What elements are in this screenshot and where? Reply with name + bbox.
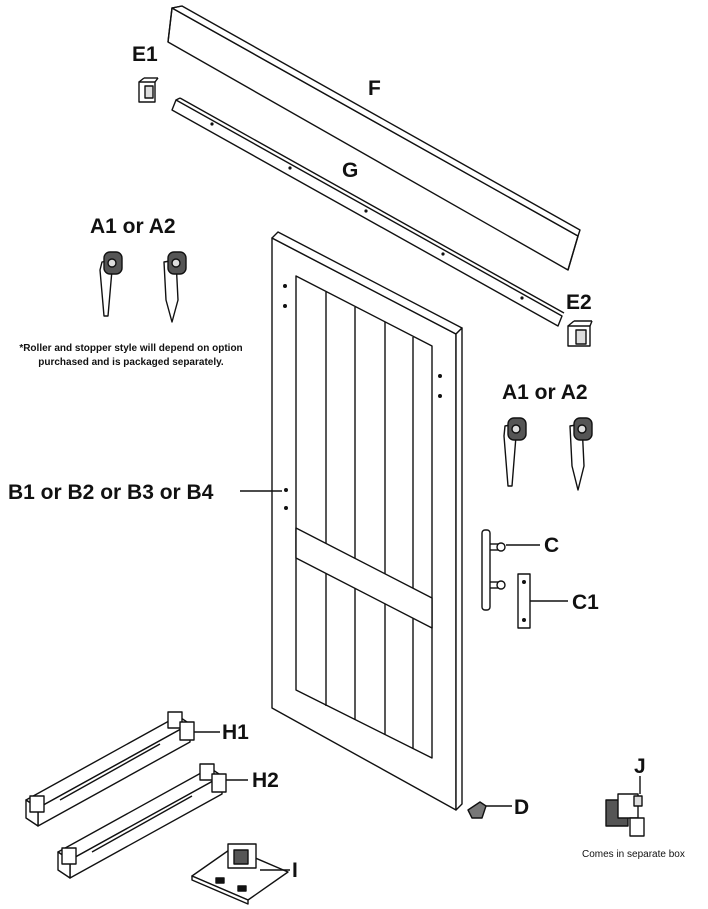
handle-plate-c1 xyxy=(517,573,568,629)
roller-a1-right xyxy=(503,417,527,487)
wall-bracket-h2 xyxy=(57,763,248,879)
barn-door xyxy=(240,231,463,811)
stopper-e1 xyxy=(138,77,159,103)
stopper-e2 xyxy=(567,320,593,347)
label-h2: H2 xyxy=(252,769,279,792)
label-h1: H1 xyxy=(222,721,249,744)
label-d: D xyxy=(514,796,530,819)
separate-box-note: Comes in separate box xyxy=(582,849,685,860)
anti-jump-j xyxy=(605,776,645,837)
label-a-right: A1 or A2 xyxy=(502,381,588,404)
roller-a2-left xyxy=(163,251,187,323)
door-stop-d xyxy=(467,801,512,819)
roller-note: *Roller and stopper style will depend on… xyxy=(8,342,254,369)
label-b: B1 or B2 or B3 or B4 xyxy=(8,481,214,504)
door-handle-c xyxy=(481,529,540,611)
label-a-left: A1 or A2 xyxy=(90,215,176,238)
roller-note-line2: purchased and is packaged separately. xyxy=(38,356,224,368)
label-c: C xyxy=(544,534,560,557)
label-i: I xyxy=(292,859,298,882)
wall-bracket-h1 xyxy=(25,711,220,827)
roller-a1-left xyxy=(99,251,123,317)
header-board-f xyxy=(167,5,581,271)
roller-note-line1: *Roller and stopper style will depend on… xyxy=(19,343,243,354)
label-f: F xyxy=(368,77,381,100)
label-e2: E2 xyxy=(566,291,592,314)
track-rail-g xyxy=(171,97,565,327)
label-j: J xyxy=(634,755,646,778)
label-e1: E1 xyxy=(132,43,158,66)
label-g: G xyxy=(342,159,359,182)
floor-guide-i xyxy=(191,843,290,905)
label-c1: C1 xyxy=(572,591,599,614)
roller-a2-right xyxy=(569,417,593,491)
